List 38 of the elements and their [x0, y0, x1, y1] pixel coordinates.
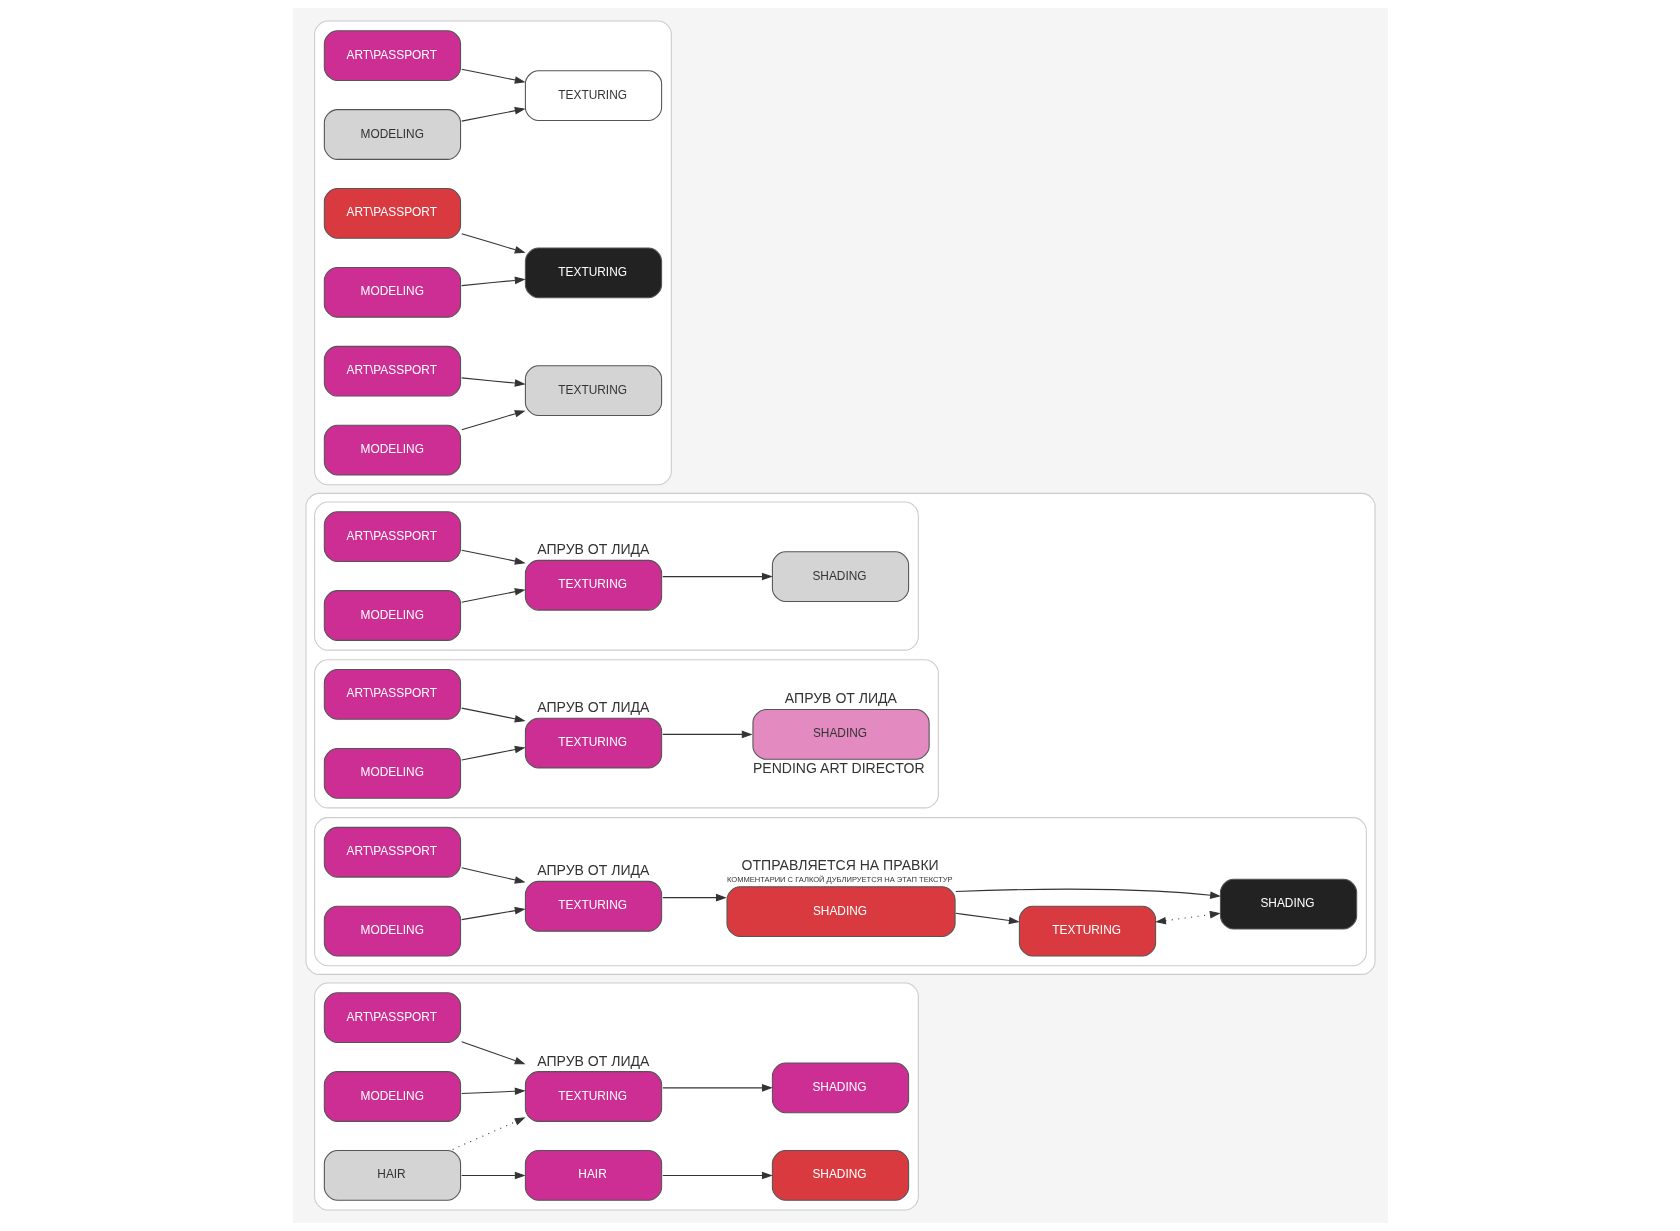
arrow — [460, 1041, 526, 1065]
node-label: PENDING ART DIRECTOR — [752, 759, 925, 776]
cluster — [313, 501, 919, 651]
arrow — [661, 730, 753, 739]
arrow — [661, 893, 727, 902]
arrow — [661, 572, 773, 581]
arrow — [460, 867, 526, 884]
node-label: АПРУВ ОТ ЛИДА — [536, 862, 649, 879]
arrow — [460, 233, 526, 254]
cluster — [313, 982, 919, 1211]
arrow — [954, 888, 1221, 899]
arrow — [460, 68, 526, 84]
cluster — [313, 659, 939, 809]
node-label: АПРУВ ОТ ЛИДА — [536, 541, 649, 558]
arrow — [460, 588, 526, 603]
node-label: АПРУВ ОТ ЛИДА — [784, 690, 897, 707]
cluster — [313, 20, 672, 486]
arrow — [460, 410, 526, 431]
arrow — [460, 906, 526, 921]
arrow — [460, 707, 526, 723]
cluster — [304, 492, 1376, 975]
arrow — [1154, 910, 1221, 925]
arrow — [460, 745, 526, 761]
arrow — [460, 1087, 526, 1096]
node-label: ОТПРАВЛЯЕТСЯ НА ПРАВКИ — [741, 856, 939, 873]
arrow — [661, 1084, 773, 1092]
node-label: АПРУВ ОТ ЛИДА — [536, 1052, 649, 1069]
arrow — [460, 549, 526, 565]
node-label: АПРУВ ОТ ЛИДА — [536, 699, 649, 716]
arrow — [460, 377, 526, 387]
cluster — [313, 817, 1367, 967]
arrow — [451, 1117, 526, 1150]
arrow — [661, 1171, 773, 1180]
node-label: КОММЕНТАРИИ С ГАЛКОЙ ДУБЛИРУЕТСЯ НА ЭТАП ТЕКСТУР — [726, 875, 953, 885]
arrow — [460, 107, 526, 122]
arrow — [954, 912, 1020, 925]
arrow — [460, 276, 526, 287]
arrow — [460, 1171, 526, 1180]
